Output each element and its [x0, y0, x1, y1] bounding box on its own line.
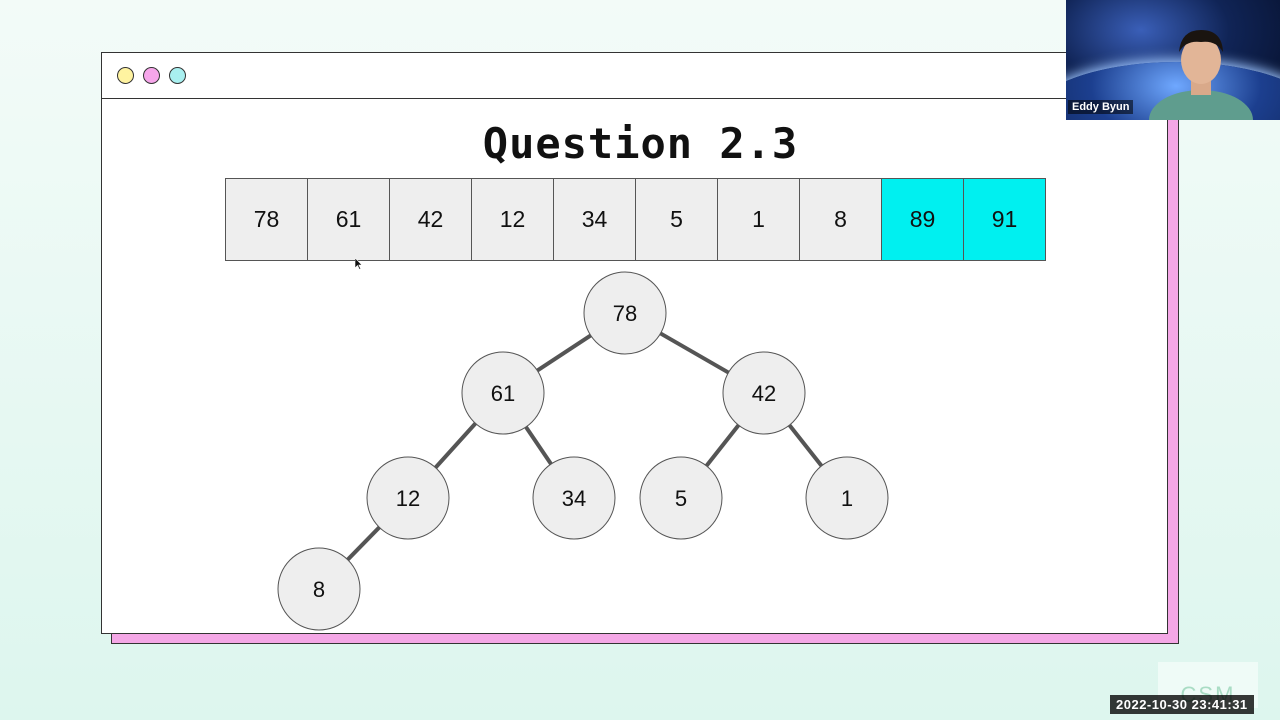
- tree-edge: [346, 525, 381, 562]
- array-cell: 42: [389, 178, 472, 261]
- tree-node-label: 34: [562, 486, 586, 511]
- array-cell: 1: [717, 178, 800, 261]
- tree-edge: [434, 422, 477, 469]
- webcam-feed: Eddy Byun: [1066, 0, 1280, 120]
- tree-node-circle: [722, 351, 806, 435]
- array-cell: 5: [635, 178, 718, 261]
- slide-title: Question 2.3: [482, 119, 799, 168]
- participant-avatar: [1149, 30, 1253, 120]
- tree-node: 1: [805, 456, 889, 540]
- tree-node-circle: [639, 456, 723, 540]
- array-cell: 12: [471, 178, 554, 261]
- tree-node-label: 78: [613, 301, 637, 326]
- participant-name: Eddy Byun: [1068, 100, 1134, 114]
- array-cell: 91: [963, 178, 1046, 261]
- tree-node-label: 61: [491, 381, 515, 406]
- tree-edge: [536, 333, 592, 373]
- recording-timestamp: 2022-10-30 23:41:31: [1110, 695, 1254, 714]
- window-title-bar: [102, 53, 1167, 99]
- window-dot-cyan: [169, 67, 186, 84]
- tree-edge: [659, 331, 730, 375]
- tree-node: 5: [639, 456, 723, 540]
- tree-node-label: 8: [313, 577, 325, 602]
- tree-node: 42: [722, 351, 806, 435]
- array-cell: 8: [799, 178, 882, 261]
- window-dot-pink: [143, 67, 160, 84]
- window-dot-yellow: [117, 67, 134, 84]
- array-cell: 61: [307, 178, 390, 261]
- tree-node-circle: [277, 547, 361, 631]
- tree-node-circle: [805, 456, 889, 540]
- tree-edge: [704, 423, 741, 468]
- tree-node: 8: [277, 547, 361, 631]
- tree-node-circle: [366, 456, 450, 540]
- array-cell: 34: [553, 178, 636, 261]
- tree-node-circle: [461, 351, 545, 435]
- tree-node-label: 42: [752, 381, 776, 406]
- tree-node: 34: [532, 456, 616, 540]
- tree-node: 61: [461, 351, 545, 435]
- tree-node-circle: [532, 456, 616, 540]
- tree-node: 78: [583, 271, 667, 355]
- tree-node-circle: [583, 271, 667, 355]
- tree-node-label: 5: [675, 486, 687, 511]
- tree-node-label: 12: [396, 486, 420, 511]
- mouse-cursor-icon: [355, 258, 363, 270]
- tree-edge: [524, 425, 553, 466]
- tree-node-label: 1: [841, 486, 853, 511]
- tree-edge: [787, 423, 824, 468]
- tree-node: 12: [366, 456, 450, 540]
